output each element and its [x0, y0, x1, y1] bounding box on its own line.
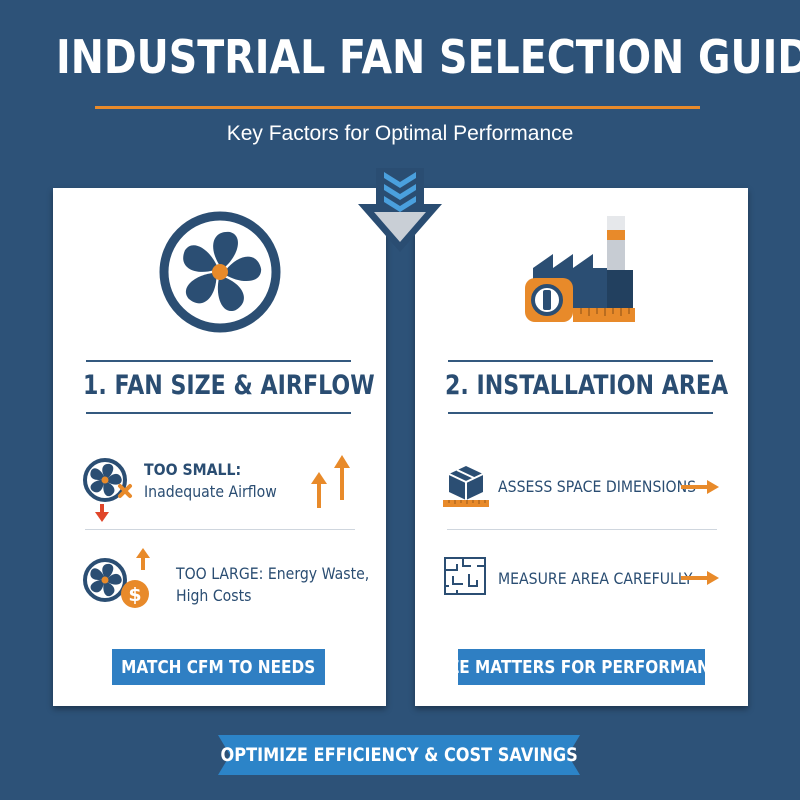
too-small-label: TOO SMALL: Inadequate Airflow — [144, 460, 277, 501]
page-subtitle: Key Factors for Optimal Performance — [226, 122, 574, 145]
fan-icon — [159, 211, 281, 333]
chevron-down-icon — [358, 168, 442, 252]
footer-banner-text: OPTIMIZE EFFICIENCY & COST SAVINGS — [220, 744, 578, 766]
banner-ribbon — [218, 735, 580, 775]
heading-rule-bottom — [448, 412, 713, 414]
fan-dollar-icon: $ — [83, 548, 150, 608]
fan-size-card: 1. FAN SIZE & AIRFLOW TOO SMALL: Inadequ… — [53, 188, 386, 706]
heading-rule-bottom — [86, 412, 351, 414]
match-cfm-button[interactable]: MATCH CFM TO NEEDS — [112, 649, 325, 685]
row-divider — [447, 529, 717, 530]
floor-plan-icon — [444, 557, 486, 595]
installation-area-card: 2. INSTALLATION AREA ASSESS SPACE DIMENS… — [415, 188, 748, 706]
too-large-label: TOO LARGE: Energy Waste, High Costs — [176, 564, 370, 605]
title-underline — [95, 106, 700, 109]
arrows-up-icon — [311, 455, 350, 508]
fan-small-x-icon — [83, 458, 132, 522]
footer-banner: OPTIMIZE EFFICIENCY & COST SAVINGS — [218, 735, 580, 775]
fan-size-heading: 1. FAN SIZE & AIRFLOW — [82, 370, 375, 401]
heading-rule-top — [86, 360, 351, 362]
factory-tape-measure-icon — [525, 216, 635, 322]
box-ruler-icon — [443, 466, 489, 507]
row-divider — [85, 529, 355, 530]
page-title: INDUSTRIAL FAN SELECTION GUIDE — [56, 30, 800, 84]
installation-area-heading: 2. INSTALLATION AREA — [444, 370, 729, 401]
arrow-right-icon — [681, 480, 719, 494]
svg-text:$: $ — [128, 584, 141, 606]
size-matters-button[interactable]: SIZE MATTERS FOR PERFORMANCE — [431, 649, 732, 685]
arrow-right-icon — [681, 571, 719, 585]
measure-area-label: MEASURE AREA CAREFULLY — [498, 569, 693, 588]
heading-rule-top — [448, 360, 713, 362]
assess-space-label: ASSESS SPACE DIMENSIONS — [498, 477, 697, 496]
